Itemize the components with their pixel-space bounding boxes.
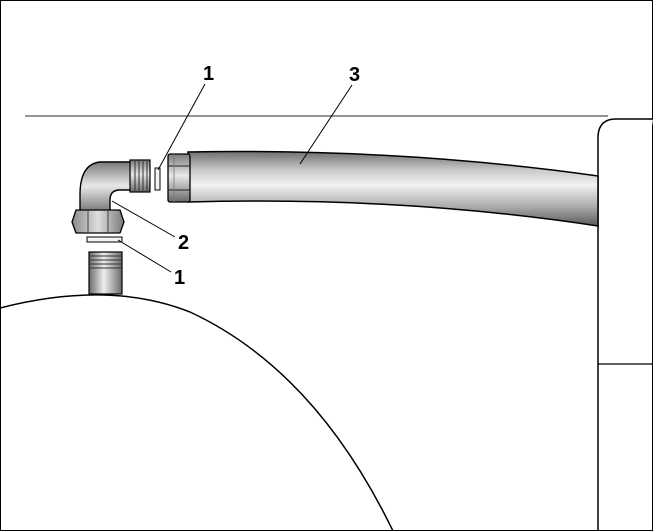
callout-seal-lower: 1: [174, 267, 185, 289]
hose: [187, 150, 599, 227]
elbow-fitting: [79, 159, 151, 216]
leader-line-seal-lower: [117, 239, 172, 273]
lower-seal-washer: [86, 236, 123, 243]
callout-hose: 3: [349, 64, 360, 86]
callout-seal-upper: 1: [203, 63, 214, 85]
elbow-union-nut: [71, 209, 125, 234]
leader-line-elbow-nut: [111, 200, 176, 238]
upper-seal-washer: [154, 167, 161, 191]
hose-end-nut: [167, 153, 191, 203]
wall-panel: [597, 118, 653, 531]
leader-line-seal-upper: [157, 83, 206, 171]
callout-elbow-nut: 2: [178, 232, 189, 254]
threaded-stub: [88, 251, 123, 295]
leader-line-hose: [299, 84, 353, 165]
tank-outline: [0, 294, 394, 531]
